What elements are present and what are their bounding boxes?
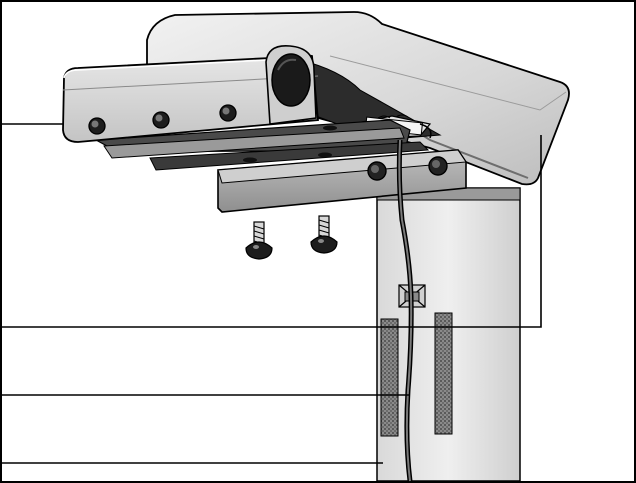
callout-lines bbox=[1, 123, 542, 464]
hinge-tube bbox=[265, 45, 317, 125]
screw-right bbox=[310, 215, 338, 254]
bracket-holes bbox=[88, 104, 237, 135]
cable bbox=[396, 139, 414, 482]
velcro-strip-right bbox=[434, 312, 453, 435]
screw-left bbox=[245, 221, 273, 260]
velcro-strip-left bbox=[380, 318, 399, 437]
callout-cover-line bbox=[1, 135, 542, 328]
column bbox=[376, 187, 521, 482]
mounting-bracket bbox=[62, 45, 467, 213]
